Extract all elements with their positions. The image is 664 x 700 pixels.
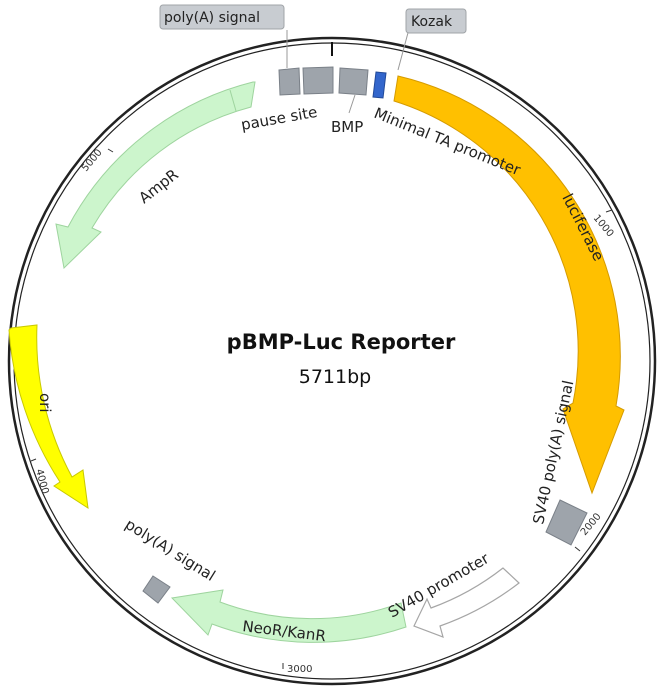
pause-site-label: pause site xyxy=(240,103,319,134)
polya-top-callout-label: poly(A) signal xyxy=(164,10,260,26)
bmp-leader xyxy=(348,94,356,114)
plasmid-size: 5711bp xyxy=(299,366,371,388)
tick-5000: 5000 xyxy=(80,147,105,174)
bmp-label: BMP xyxy=(331,118,363,136)
polya-bottom-label: poly(A) signal xyxy=(122,515,219,585)
kozak-callout-label: Kozak xyxy=(411,14,453,30)
plasmid-name: pBMP-Luc Reporter xyxy=(227,330,456,354)
bmp-box xyxy=(338,67,369,96)
sv40-polya-label: SV40 poly(A) signal xyxy=(529,379,577,526)
pause-site-box-2 xyxy=(302,66,334,95)
ampr-label: AmpR xyxy=(135,165,181,207)
kozak-callout-bg xyxy=(405,8,467,34)
ori-arrow xyxy=(8,324,89,510)
luciferase-arrow xyxy=(393,75,625,495)
sv40-polya-box xyxy=(545,499,588,546)
pause-site-box-1 xyxy=(278,67,301,96)
ori-label: ori xyxy=(36,393,54,413)
polya-bottom-box xyxy=(142,575,171,604)
backbone-inner xyxy=(13,42,651,680)
ampr-segment-divider xyxy=(229,89,237,112)
tick-marks xyxy=(30,148,613,669)
kozak-box xyxy=(372,71,387,99)
backbone-outer xyxy=(7,36,657,686)
tick-3000: 3000 xyxy=(287,664,312,675)
ampr-arrow xyxy=(55,81,256,270)
sv40-promoter-arrow xyxy=(413,567,520,638)
polya-top-callout-bg xyxy=(159,4,285,30)
neor-kanr-arrow xyxy=(170,589,407,643)
kozak-leader xyxy=(397,28,410,71)
